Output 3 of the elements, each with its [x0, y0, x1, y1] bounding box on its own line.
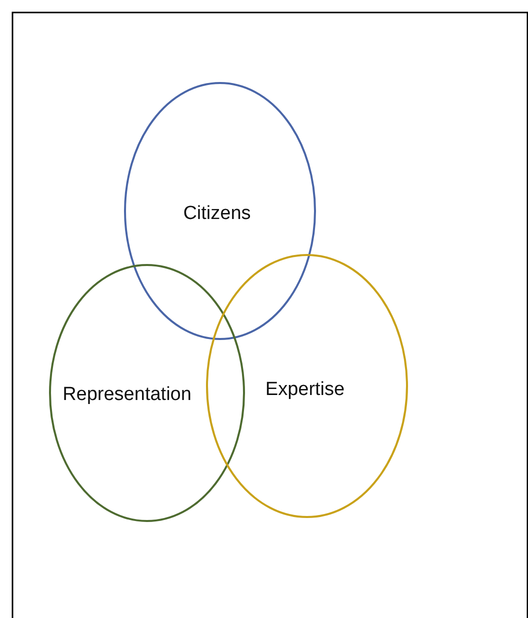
circle-label: Representation — [62, 384, 192, 406]
circle-label: Expertise — [265, 379, 345, 401]
circle-label: Citizens — [183, 203, 251, 225]
